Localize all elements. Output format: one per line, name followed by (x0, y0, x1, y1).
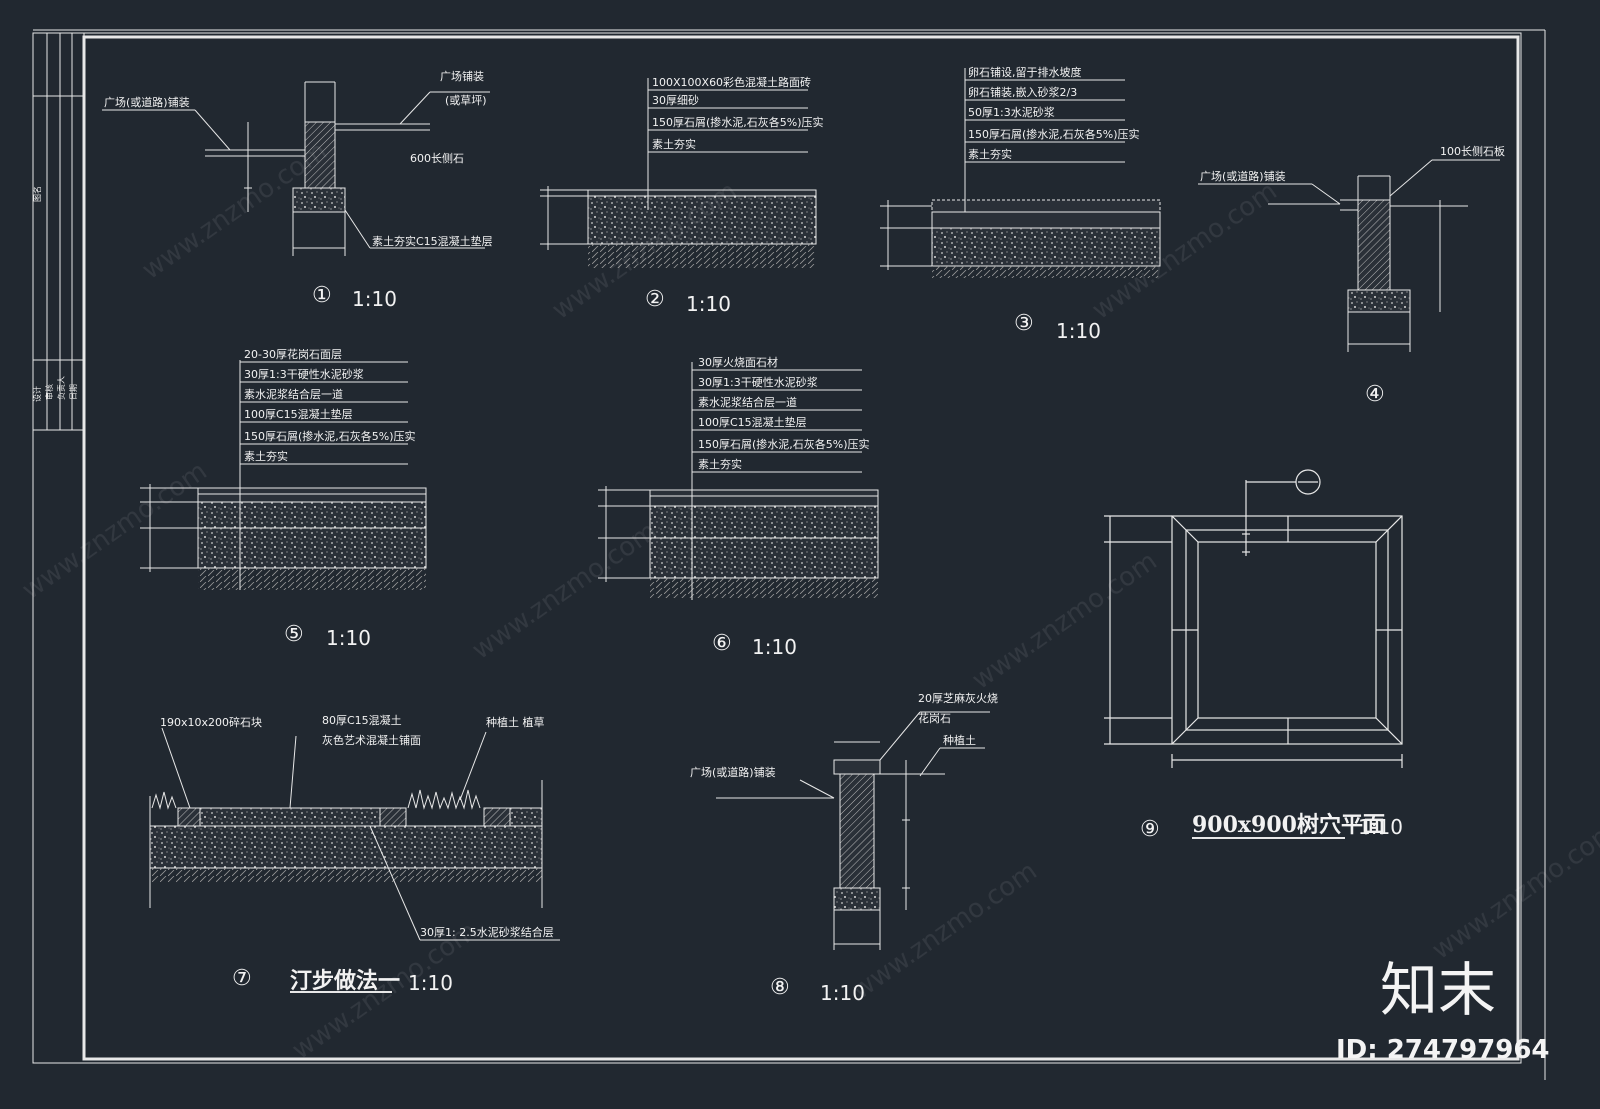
detail-6-number: ⑥ (712, 631, 732, 656)
detail-8-label-2: 种植土 (943, 733, 976, 747)
detail-3-drawing (880, 68, 1161, 278)
strip-label-drawing-name: 图名 (32, 186, 42, 202)
detail-6-drawing (598, 362, 879, 600)
detail-1-label-4: 素土夯实C15混凝土垫层 (372, 234, 493, 248)
strip-label-review: 审核 (44, 384, 54, 400)
detail-8-drawing (716, 711, 990, 950)
detail-1-label-1: 广场铺装 (440, 69, 484, 83)
watermark-text: www.znzmo.com (17, 456, 213, 606)
detail-4-number: ④ (1365, 382, 1385, 407)
detail-7-number: ⑦ (232, 966, 252, 991)
detail-4-drawing (1198, 159, 1500, 352)
detail-1-label-0: 广场(或道路)铺装 (104, 95, 190, 109)
brand-logo-text: 知末 (1380, 956, 1496, 1024)
detail-6-label-3: 100厚C15混凝土垫层 (698, 415, 807, 429)
detail-6-label-0: 30厚火烧面石材 (698, 355, 778, 369)
detail-2-label-3: 素土夯实 (652, 137, 696, 151)
detail-7-label-4: 30厚1: 2.5水泥砂浆结合层 (420, 925, 554, 939)
detail-6-label-2: 素水泥浆结合层一道 (698, 395, 797, 409)
detail-5-scale: 1:10 (326, 626, 371, 650)
detail-5-drawing (140, 360, 427, 590)
detail-7-scale: 1:10 (408, 971, 453, 995)
detail-9-scale: 1:10 (1358, 815, 1403, 839)
detail-7-label-1: 80厚C15混凝土 (322, 713, 402, 727)
detail-8-scale: 1:10 (820, 981, 865, 1005)
detail-9-title: 900x900树穴平面 (1192, 812, 1385, 838)
detail-1-scale: 1:10 (352, 287, 397, 311)
detail-2-label-1: 30厚细砂 (652, 94, 699, 107)
detail-2-drawing (540, 78, 817, 268)
detail-2-label-2: 150厚石屑(掺水泥,石灰各5%)压实 (652, 115, 824, 129)
title-strip (33, 33, 85, 431)
sheet-frame (32, 29, 1546, 1080)
detail-5-label-0: 20-30厚花岗石面层 (244, 348, 342, 361)
detail-3-label-3: 150厚石屑(掺水泥,石灰各5%)压实 (968, 127, 1140, 141)
detail-6-label-5: 素土夯实 (698, 457, 742, 471)
detail-7-label-3: 种植土 植草 (486, 715, 545, 729)
detail-5-label-1: 30厚1:3干硬性水泥砂浆 (244, 367, 364, 381)
detail-8-label-1: 花岗石 (918, 712, 951, 725)
strip-label-date: 日期 (69, 384, 78, 400)
detail-7-label-0: 190x10x200碎石块 (160, 715, 262, 729)
watermark-text: www.znzmo.com (847, 856, 1043, 1006)
detail-5-label-2: 素水泥浆结合层一道 (244, 387, 343, 401)
detail-4-label-0: 100长侧石板 (1440, 144, 1505, 158)
detail-1-number: ① (312, 283, 332, 308)
detail-3-number: ③ (1014, 311, 1034, 336)
detail-8-label-3: 广场(或道路)铺装 (690, 765, 776, 779)
detail-1-drawing (102, 81, 490, 256)
strip-label-design: 设计 (32, 386, 42, 402)
watermark-text: www.znzmo.com (1427, 816, 1600, 966)
detail-9-drawing (1104, 469, 1403, 839)
detail-8-number: ⑧ (770, 975, 790, 1000)
detail-3-scale: 1:10 (1056, 319, 1101, 343)
detail-6-scale: 1:10 (752, 635, 797, 659)
watermark-text: www.znzmo.com (967, 546, 1163, 696)
detail-3-label-0: 卵石铺设,留于排水坡度 (968, 65, 1082, 79)
detail-1-label-2: (或草坪) (445, 94, 487, 107)
strip-label-lead: 负责人 (56, 376, 66, 400)
detail-2-label-0: 100X100X60彩色混凝土路面砖 (652, 75, 811, 89)
detail-3-label-2: 50厚1:3水泥砂浆 (968, 105, 1055, 119)
detail-4-label-1: 广场(或道路)铺装 (1200, 169, 1286, 183)
detail-9-number: ⑨ (1140, 817, 1160, 842)
detail-5-label-5: 素土夯实 (244, 449, 288, 463)
detail-6-label-1: 30厚1:3干硬性水泥砂浆 (698, 375, 818, 389)
detail-3-label-4: 素土夯实 (968, 147, 1012, 161)
detail-3-label-1: 卵石铺装,嵌入砂浆2/3 (968, 85, 1077, 99)
detail-5-number: ⑤ (284, 622, 304, 647)
detail-5-label-3: 100厚C15混凝土垫层 (244, 407, 353, 421)
detail-2-scale: 1:10 (686, 292, 731, 316)
detail-2-number: ② (645, 287, 665, 312)
detail-8-label-0: 20厚芝麻灰火烧 (918, 691, 998, 705)
detail-7-drawing (149, 727, 560, 993)
image-id-label: ID: 274797964 (1336, 1035, 1550, 1065)
detail-7-label-2: 灰色艺术混凝土铺面 (322, 733, 421, 747)
detail-7-title: 汀步做法一 (290, 968, 400, 994)
detail-1-label-3: 600长侧石 (410, 152, 464, 165)
detail-5-label-4: 150厚石屑(掺水泥,石灰各5%)压实 (244, 429, 416, 443)
detail-6-label-4: 150厚石屑(掺水泥,石灰各5%)压实 (698, 437, 870, 451)
watermark-text: www.znzmo.com (467, 516, 663, 666)
